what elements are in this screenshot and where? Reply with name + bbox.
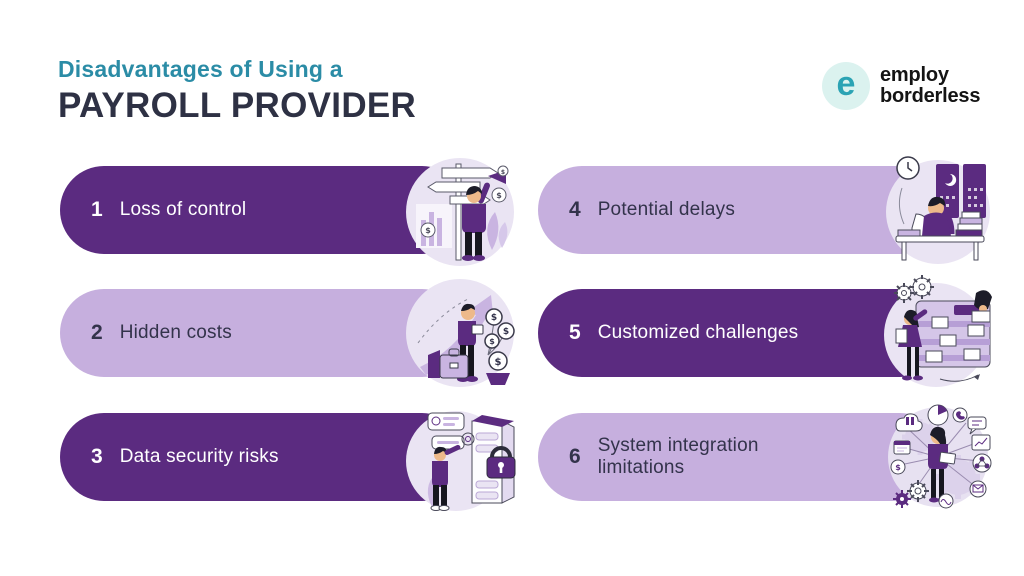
card-hidden-costs: 2 Hidden costs $ $ $ $ <box>60 279 515 387</box>
money-growth-coins-illustration: $ $ $ $ <box>402 275 518 391</box>
svg-text:$: $ <box>489 337 495 346</box>
item-number: 2 <box>91 321 103 344</box>
integrations-network-illustration: $ <box>880 399 996 515</box>
item-number: 6 <box>569 445 581 468</box>
svg-text:$: $ <box>501 169 505 176</box>
item-label: Customized challenges <box>597 321 799 343</box>
svg-text:$: $ <box>491 313 497 323</box>
card-system-integration-limitations: 6 System integration limitations <box>538 404 992 509</box>
pill: 2 Hidden costs <box>60 289 466 377</box>
item-label: Hidden costs <box>119 321 232 343</box>
svg-text:$: $ <box>503 327 509 337</box>
svg-text:$: $ <box>425 226 431 235</box>
server-padlock-illustration <box>402 399 518 515</box>
working-late-desk-illustration <box>880 152 996 268</box>
task-board-gears-illustration <box>880 275 996 391</box>
item-number: 4 <box>569 198 581 221</box>
signpost-directions-illustration: $ $ $ <box>402 152 518 268</box>
pill: 1 Loss of control <box>60 166 466 254</box>
item-label: Data security risks <box>119 445 279 467</box>
item-number: 1 <box>91 198 103 221</box>
svg-text:$: $ <box>496 191 502 200</box>
pill: 3 Data security risks <box>60 413 466 501</box>
page-subtitle: Disadvantages of Using a <box>58 56 343 82</box>
svg-text:$: $ <box>895 463 901 472</box>
item-number: 3 <box>91 445 103 468</box>
svg-text:$: $ <box>495 357 502 368</box>
item-number: 5 <box>569 321 581 344</box>
brand-logo: e employ borderless <box>822 62 980 110</box>
brand-name: employ borderless <box>880 64 981 107</box>
employ-borderless-e-icon: e <box>822 62 870 110</box>
card-potential-delays: 4 Potential delays <box>538 156 990 264</box>
header: Disadvantages of Using a PAYROLL PROVIDE… <box>58 56 416 126</box>
pill: 6 System integration limitations <box>538 413 944 501</box>
page-title: PAYROLL PROVIDER <box>58 85 417 125</box>
item-label: Loss of control <box>119 198 247 220</box>
pill: 4 Potential delays <box>538 166 944 254</box>
pill: 5 Customized challenges <box>538 289 944 377</box>
item-label: System integration limitations <box>597 434 759 478</box>
card-loss-of-control: 1 Loss of control <box>60 158 514 266</box>
card-data-security-risks: 3 Data security risks <box>60 411 516 511</box>
item-label: Potential delays <box>597 198 736 220</box>
card-customized-challenges: 5 Customized challenges <box>538 275 992 387</box>
